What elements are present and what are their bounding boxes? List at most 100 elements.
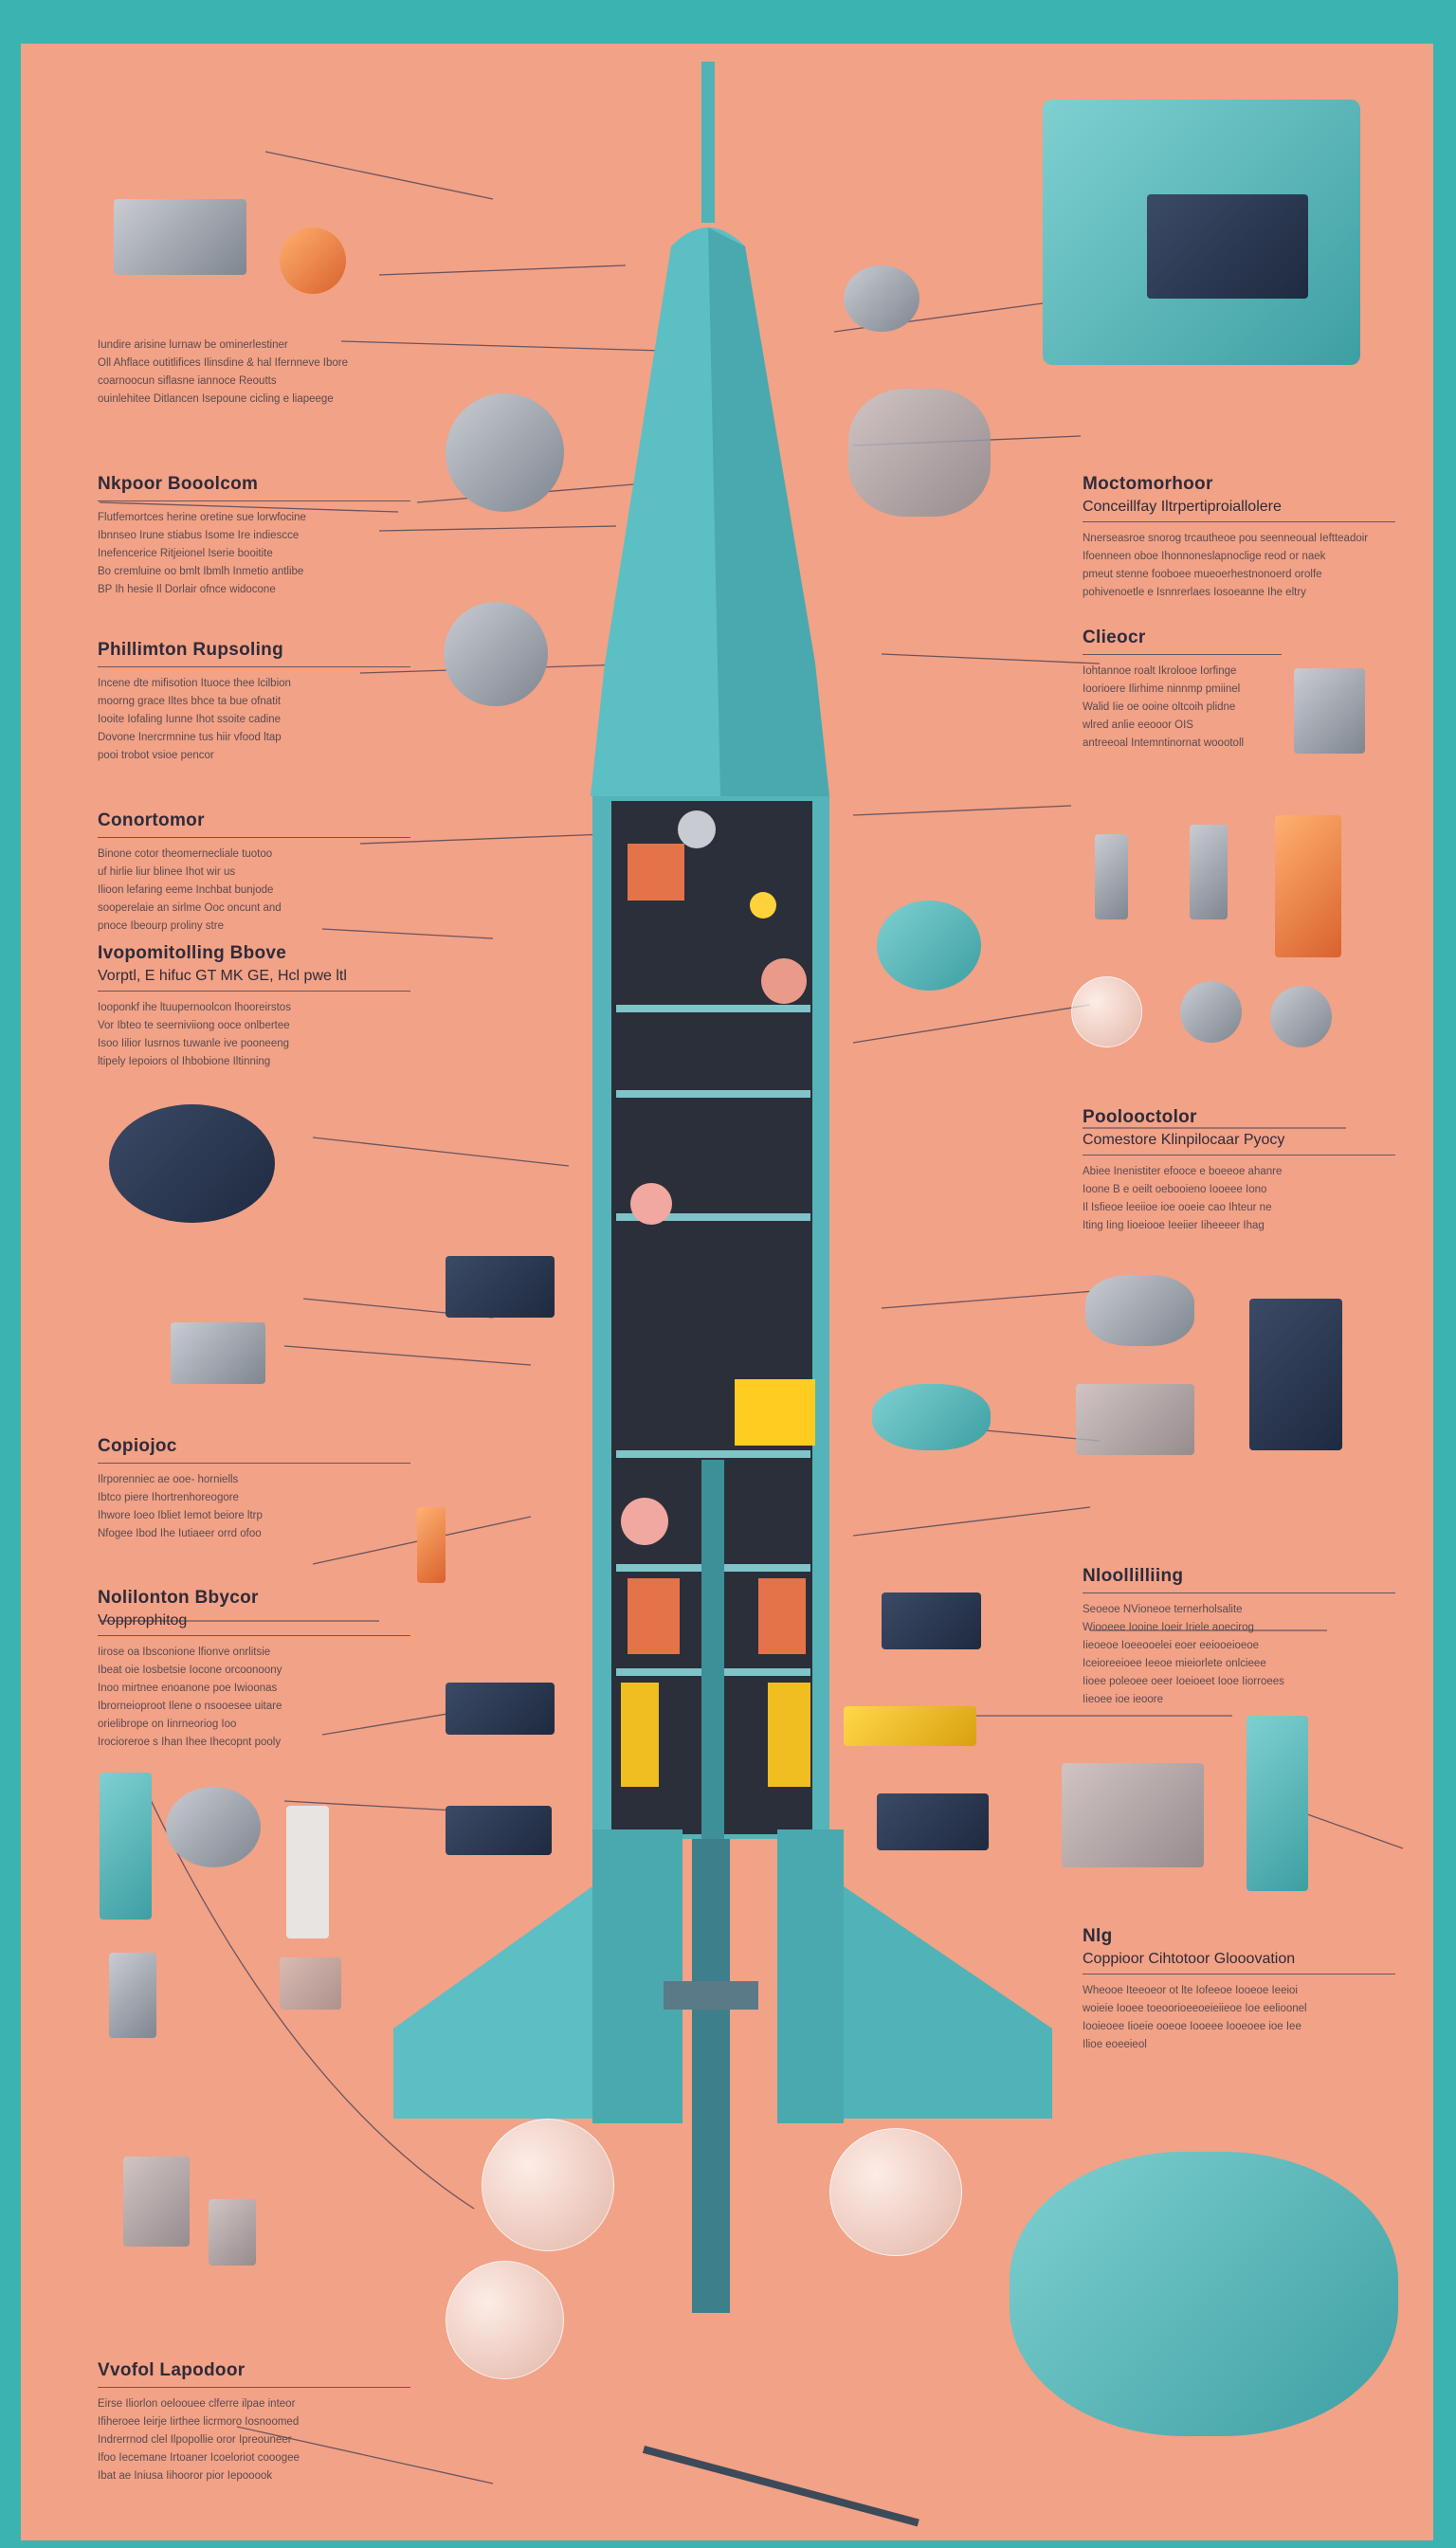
capsule [872, 1384, 991, 1450]
control-box [1249, 1299, 1342, 1450]
annotation-text: Vor Ibteo te seerniviiong ooce onlbertee [98, 1020, 290, 1031]
lens-2 [1180, 981, 1242, 1043]
module-card-2 [1190, 825, 1228, 919]
component-cluster [114, 199, 246, 275]
annotation-title: Ivopomitolling Bbove [98, 943, 287, 963]
annotation-text: Iohtannoe roalt Ikrolooe Iorfinge [1083, 665, 1237, 677]
annotation-text: Flutfemortces herine oretine sue lorwfoc… [98, 512, 306, 523]
annotation-text: Bo cremluine oo bmlt Ibmlh Inmetio antli… [98, 566, 304, 577]
power-unit-2 [446, 1806, 552, 1855]
lens [1071, 976, 1142, 1047]
transparent-box [123, 2157, 190, 2247]
left-fin [393, 1886, 592, 2119]
annotation-title: Nkpoor Booolcom [98, 474, 259, 494]
wire-mesh [848, 389, 991, 517]
divider [98, 991, 410, 992]
annotation-text: Inoo mirtnee enoanone poe Iwioonas [98, 1683, 278, 1694]
rocket-antenna [701, 62, 715, 223]
annotation-text: coarnoocun siflasne iannoce Reoutts [98, 375, 277, 387]
dish [1270, 986, 1332, 1047]
divider [1083, 654, 1282, 655]
annotation-title: Poolooctolor [1083, 1107, 1197, 1127]
annotation-text: Dovone Inercrmnine tus hiir vfood ltap [98, 732, 282, 743]
annotation-title: Nlg [1083, 1926, 1113, 1946]
annotation-text: ouinlehitee Ditlancen Isepoune cicling e… [98, 393, 334, 405]
annotation-text: wlred anlie eeooor OIS [1083, 719, 1193, 731]
yellow-cylinder [844, 1706, 976, 1746]
annotation-text: Isoo Iilior Iusrnos tuwanle ive pooneeng [98, 1038, 290, 1049]
mechanism [1062, 1763, 1204, 1867]
annotation-text: antreeoal Intemntinornat woootoll [1083, 737, 1245, 749]
annotation-title: Clieocr [1083, 628, 1146, 647]
annotation-text: ltipely Iepoiors ol Ihbobione Iltinning [98, 1056, 271, 1067]
annotation-text: Iceioreeioee Ieeoe mieiorlete onlcieee [1083, 1658, 1266, 1669]
annotation-text: Nfogee Ibod Ihe Iutiaeer orrd ofoo [98, 1528, 262, 1539]
annotation-text: Ioone B e oeilt oebooieno Iooeee Iono [1083, 1184, 1267, 1195]
globe-component [109, 1104, 275, 1223]
divider [98, 837, 410, 838]
annotation-text: pmeut stenne fooboee mueoerhestnonoerd o… [1083, 569, 1322, 580]
annotation-text: Walid Iie oe ooine oltcoih plidne [1083, 701, 1236, 713]
annotation-title: Conortomor [98, 810, 205, 830]
sensor-pod [1085, 1275, 1194, 1346]
annotation-text: orielibrope on Iinrneoriog Ioo [98, 1719, 237, 1730]
annotation-text: uf hirlie liur blinee Ihot wir us [98, 866, 236, 878]
orange-rack [1275, 815, 1341, 957]
teal-sphere [877, 901, 981, 991]
yellow-tank [735, 1379, 815, 1446]
divider [1083, 1974, 1395, 1975]
annotation-text: pnoce Ibeourp proliny stre [98, 920, 224, 932]
annotation-text: pohivenoetle e Isnnrerlaes Iosoeanne Ihe… [1083, 587, 1306, 598]
annotation-text: Iundire arisine lurnaw be ominerlestiner [98, 339, 288, 351]
annotation-text: Ibat ae Iniusa Iihooror pior Iepooook [98, 2470, 273, 2482]
teal-column [1247, 1716, 1308, 1891]
annotation-text: Indrerrnod clel Ilpopollie oror Ipreoune… [98, 2434, 292, 2446]
annotation-text: Nnerseasroe snorog trcautheoe pou seenne… [1083, 533, 1369, 544]
divider [98, 500, 410, 501]
glass-orb [482, 2119, 614, 2251]
annotation-text: Iioee poleoee oeer Ioeioeet Iooe Iiorroe… [1083, 1676, 1284, 1687]
divider [1083, 1155, 1395, 1156]
annotation-text: Ioorioere Ilirhime ninnmp pmiinel [1083, 683, 1241, 695]
annotation-text: Ihwore Ioeo Ibliet Iemot beiore ltrp [98, 1510, 263, 1521]
glass-orb-3 [829, 2128, 962, 2256]
annotation-subtitle: Vopprophitog [98, 1612, 188, 1629]
annotation-text: Il Isfieoe leeiioe ioe ooeie cao Ihteur … [1083, 1202, 1272, 1213]
annotation-text: BP Ih hesie Il Dorlair ofnce widocone [98, 584, 276, 595]
orange-part [417, 1507, 446, 1583]
annotation-text: Iooponkf ihe ltuupernoolcon lhooreirstos [98, 1002, 291, 1013]
transparent-module [1076, 1384, 1194, 1455]
device-unit-2 [877, 1793, 989, 1850]
orange-sphere [280, 228, 346, 294]
annotation-text: Ifoenneen oboe Ihonnoneslapnoclige reod … [1083, 551, 1326, 562]
annotation-text: Ilioe eoeeieol [1083, 2039, 1147, 2050]
annotation-text: Iooieoee Iioeie ooeoe Iooeee Iooeoee ioe… [1083, 2021, 1301, 2032]
engine-assembly [692, 1839, 730, 2313]
camera-unit [171, 1322, 265, 1384]
divider [1083, 521, 1395, 522]
annotation-text: Iirose oa Ibsconione lfionve onrlitsie [98, 1647, 271, 1658]
annotation-text: Incene dte mifisotion Ituoce thee lcilbi… [98, 678, 291, 689]
annotation-text: Oll Ahflace outitlifices Ilinsdine & hal… [98, 357, 349, 369]
annotation-title: Phillimton Rupsoling [98, 640, 283, 660]
annotation-text: Eirse Iliorlon oeloouee clferre ilpae in… [98, 2398, 296, 2410]
annotation-text: Inefencerice Ritjeionel Iserie booitite [98, 548, 273, 559]
annotation-subtitle: Coppioor Cihtotoor Glooovation [1083, 1951, 1296, 1967]
annotation-text: Ibtco piere Ihortrenhoreogore [98, 1492, 239, 1503]
annotation-title: Vvofol Lapodoor [98, 2360, 246, 2380]
orange-tank [628, 844, 684, 901]
annotation-text: Irocioreroe s Ihan Ihee Ihecopnt pooly [98, 1737, 282, 1748]
fan-component [844, 265, 919, 332]
annotation-text: Ilioon lefaring eeme Inchbat bunjode [98, 884, 274, 896]
annotation-text: Ibrorneioproot Ilene o nsooesee uitare [98, 1701, 282, 1712]
fan-unit [166, 1787, 261, 1867]
